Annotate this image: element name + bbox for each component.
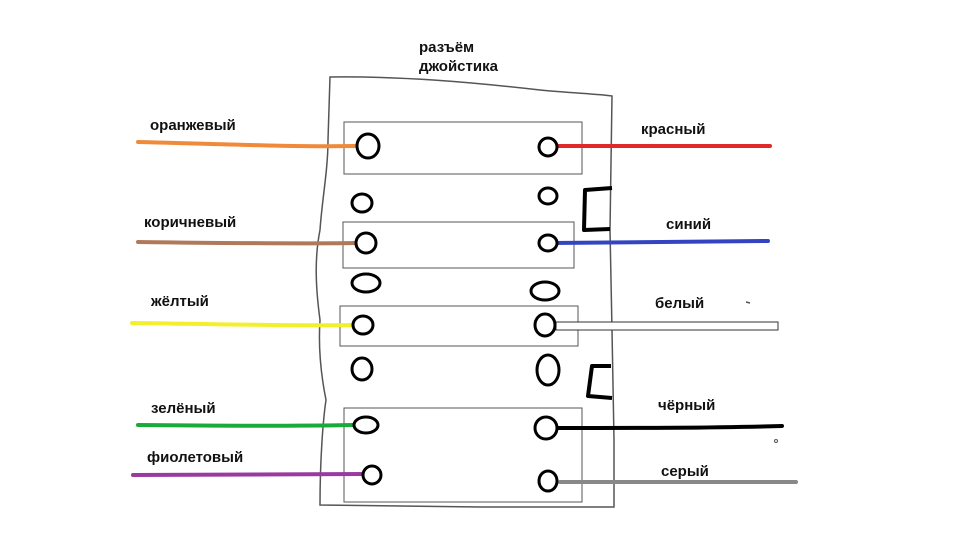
- wire-green: [136, 423, 356, 428]
- wire-brown: [136, 240, 357, 246]
- label-grey: серый: [661, 463, 709, 480]
- bracket-mark-top: [582, 186, 613, 232]
- pin-3: [350, 192, 374, 214]
- pin-9: [351, 314, 375, 336]
- connector-title: разъём джойстика: [419, 38, 498, 76]
- pin-4: [537, 186, 559, 206]
- connector-title-line2: джойстика: [419, 58, 498, 75]
- wire-black: [550, 424, 784, 430]
- wire-yellow: [130, 321, 354, 328]
- pin-7: [350, 272, 382, 294]
- label-purple: фиолетовый: [147, 449, 244, 466]
- pin-1: [355, 132, 381, 160]
- label-green: зелёный: [151, 400, 216, 417]
- contact-row-4: [343, 407, 583, 503]
- pin-16: [537, 469, 559, 493]
- label-yellow: жёлтый: [151, 293, 209, 310]
- connector-title-line1: разъём: [419, 39, 475, 56]
- label-orange: оранжевый: [150, 117, 236, 134]
- stray-mark-1: [745, 301, 751, 304]
- pin-12: [535, 353, 561, 387]
- label-blue: синий: [666, 216, 712, 233]
- pin-14: [533, 415, 559, 441]
- bracket-mark-bottom: [586, 364, 613, 400]
- label-brown: коричневый: [144, 214, 237, 231]
- stray-mark-2: [774, 439, 778, 443]
- wire-orange: [136, 140, 357, 149]
- wire-white: [555, 321, 779, 331]
- label-white: белый: [655, 295, 705, 312]
- pin-15: [361, 464, 383, 486]
- pin-8: [529, 280, 561, 302]
- pin-5: [354, 231, 378, 255]
- pin-6: [537, 233, 559, 253]
- wire-purple: [131, 472, 368, 477]
- connector-outline: [315, 76, 615, 508]
- pin-13: [352, 415, 380, 435]
- pin-10: [533, 312, 557, 338]
- pin-11: [350, 356, 374, 382]
- pin-2: [537, 136, 559, 158]
- wire-blue: [550, 239, 770, 245]
- label-black: чёрный: [658, 397, 716, 414]
- label-red: красный: [641, 121, 706, 138]
